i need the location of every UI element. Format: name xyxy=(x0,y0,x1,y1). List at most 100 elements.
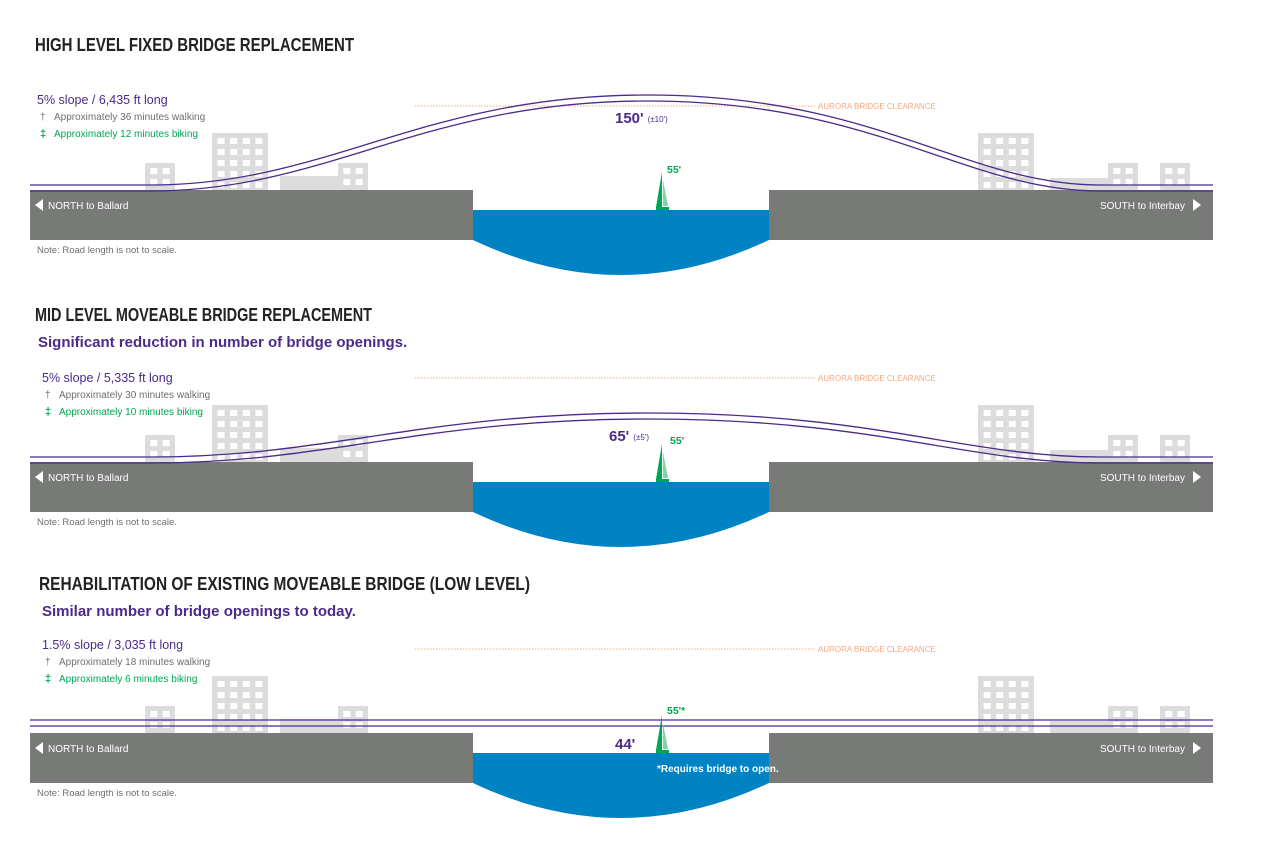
building-window xyxy=(996,421,1004,427)
walking-icon: † xyxy=(45,657,51,668)
sailboat-height-label: 55' xyxy=(670,435,684,447)
building-window xyxy=(996,149,1004,155)
building-window xyxy=(242,432,250,438)
building-window xyxy=(1021,681,1029,687)
building-window xyxy=(217,421,225,427)
building-window xyxy=(1008,421,1016,427)
building-window xyxy=(217,725,225,731)
walking-time-text: Approximately 30 minutes walking xyxy=(59,390,210,401)
building-window xyxy=(983,149,991,155)
bridge-height-label: 44' xyxy=(615,736,635,753)
building-window xyxy=(255,725,263,731)
building-window xyxy=(996,725,1004,731)
bridge-option-panel: REHABILITATION OF EXISTING MOVEABLE BRID… xyxy=(30,574,1213,818)
building-window xyxy=(242,160,250,166)
building-window xyxy=(1021,421,1029,427)
building-window xyxy=(230,692,238,698)
building xyxy=(280,176,338,190)
building-window xyxy=(242,410,250,416)
building-window xyxy=(255,149,263,155)
building-window xyxy=(1008,681,1016,687)
building-window xyxy=(242,454,250,460)
biking-time-text: Approximately 12 minutes biking xyxy=(54,129,198,140)
building-window xyxy=(1177,722,1185,728)
building-window xyxy=(150,440,158,446)
slope-length-text: 1.5% slope / 3,035 ft long xyxy=(42,638,183,652)
walking-icon: † xyxy=(45,390,51,401)
building-window xyxy=(1125,440,1133,446)
south-direction-label: SOUTH to Interbay xyxy=(1100,744,1185,755)
building-window xyxy=(230,443,238,449)
building-window xyxy=(217,138,225,144)
building-window xyxy=(217,149,225,155)
building-window xyxy=(1008,182,1016,188)
north-road xyxy=(30,190,473,240)
building-window xyxy=(355,711,363,717)
building xyxy=(1160,435,1190,462)
building-window xyxy=(1021,692,1029,698)
building-window xyxy=(1021,454,1029,460)
building-window xyxy=(217,454,225,460)
building-window xyxy=(242,421,250,427)
building-window xyxy=(1008,149,1016,155)
biking-time-text: Approximately 6 minutes biking xyxy=(59,674,197,685)
building-window xyxy=(255,182,263,188)
building xyxy=(280,448,338,462)
building-window xyxy=(255,703,263,709)
arrow-left-icon xyxy=(35,471,43,483)
south-road xyxy=(769,733,1213,783)
building-window xyxy=(983,182,991,188)
building-window xyxy=(255,432,263,438)
building-window xyxy=(343,722,351,728)
building-window xyxy=(1021,714,1029,720)
building-window xyxy=(230,703,238,709)
building-window xyxy=(242,443,250,449)
building-window xyxy=(1113,168,1121,174)
biking-icon: ‡ xyxy=(40,128,46,140)
building-window xyxy=(1125,711,1133,717)
building-window xyxy=(150,168,158,174)
building-window xyxy=(230,138,238,144)
bridge-deck-line xyxy=(30,100,1213,192)
building-window xyxy=(1177,451,1185,457)
option-title: REHABILITATION OF EXISTING MOVEABLE BRID… xyxy=(39,574,530,594)
building xyxy=(145,163,175,190)
waterway xyxy=(473,210,769,275)
building-window xyxy=(1008,432,1016,438)
sailboat-icon xyxy=(656,444,662,479)
building-window xyxy=(1125,168,1133,174)
building-window xyxy=(1021,160,1029,166)
aurora-clearance-label: AURORA BRIDGE CLEARANCE xyxy=(818,645,936,654)
building-window xyxy=(1125,179,1133,185)
arrow-right-icon xyxy=(1193,199,1201,211)
south-direction-label: SOUTH to Interbay xyxy=(1100,201,1185,212)
building-window xyxy=(217,443,225,449)
building-window xyxy=(1021,410,1029,416)
bridge-height-label: 65' xyxy=(609,428,629,445)
aurora-clearance-label: AURORA BRIDGE CLEARANCE xyxy=(818,374,936,383)
building-window xyxy=(1113,722,1121,728)
bridge-option-panel: MID LEVEL MOVEABLE BRIDGE REPLACEMENTSig… xyxy=(30,305,1213,547)
biking-icon: ‡ xyxy=(45,406,51,418)
building-window xyxy=(1021,171,1029,177)
building-window xyxy=(1008,138,1016,144)
building-window xyxy=(1165,451,1173,457)
building-window xyxy=(1008,410,1016,416)
sailboat-hull xyxy=(656,750,669,753)
building-window xyxy=(983,681,991,687)
building-window xyxy=(996,454,1004,460)
building-window xyxy=(996,692,1004,698)
building-window xyxy=(217,681,225,687)
building-window xyxy=(255,443,263,449)
building-window xyxy=(355,451,363,457)
waterway xyxy=(473,753,769,818)
building-window xyxy=(983,443,991,449)
option-title: MID LEVEL MOVEABLE BRIDGE REPLACEMENT xyxy=(35,305,372,325)
south-road xyxy=(769,462,1213,512)
building-window xyxy=(343,711,351,717)
slope-length-text: 5% slope / 5,335 ft long xyxy=(42,371,173,385)
building xyxy=(1050,721,1108,733)
bridge-deck-line xyxy=(30,94,1213,186)
sailboat-hull xyxy=(656,207,669,210)
north-road xyxy=(30,462,473,512)
